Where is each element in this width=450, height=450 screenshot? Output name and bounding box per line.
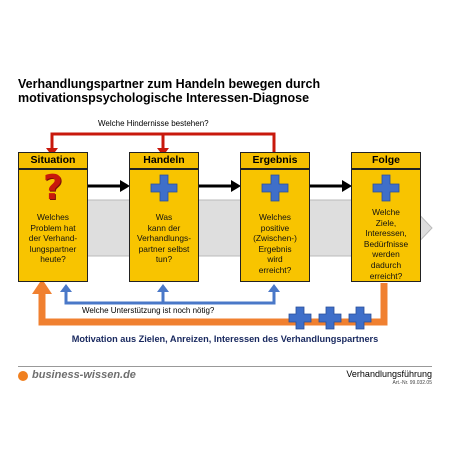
brand-name: business-wissen.de	[32, 369, 136, 381]
folge-header: Folge	[351, 152, 421, 169]
black-flow-arrows	[88, 180, 352, 192]
bottom-plus-icons	[288, 306, 372, 330]
brand-logo-dot	[18, 371, 28, 381]
blue-arrowhead-handeln	[157, 284, 169, 292]
title-line-2: motivationspsychologische Interessen-Dia…	[18, 91, 310, 105]
situation-header: Situation	[18, 152, 88, 169]
blue-arrowhead-ergebnis	[268, 284, 280, 292]
article-number: Art.-Nr. 99.032.05	[392, 380, 432, 386]
plus-icon	[150, 174, 178, 202]
orange-arrowhead	[32, 279, 52, 294]
hindernisse-question: Welche Hindernisse bestehen?	[96, 119, 211, 128]
motivation-caption: Motivation aus Zielen, Anreizen, Interes…	[71, 334, 379, 344]
footer-title: Verhandlungsführung	[346, 369, 432, 379]
blue-feedback-arrow	[64, 290, 276, 305]
orange-motivation-arrow	[38, 283, 388, 326]
title-line-1: Verhandlungspartner zum Handeln bewegen …	[18, 77, 321, 91]
situation-box	[18, 169, 88, 282]
plus-icon	[372, 174, 400, 202]
plus-icon	[261, 174, 289, 202]
handeln-header: Handeln	[129, 152, 199, 169]
page-title: Verhandlungspartner zum Handeln bewegen …	[18, 77, 438, 105]
question-mark-icon: ?	[43, 168, 63, 208]
red-feedback-arrow	[50, 132, 276, 152]
unterstuetzung-question: Welche Unterstützung ist noch nötig?	[80, 306, 217, 315]
blue-arrowhead-situation	[60, 284, 72, 292]
footer-divider	[18, 366, 432, 367]
ergebnis-header: Ergebnis	[240, 152, 310, 169]
